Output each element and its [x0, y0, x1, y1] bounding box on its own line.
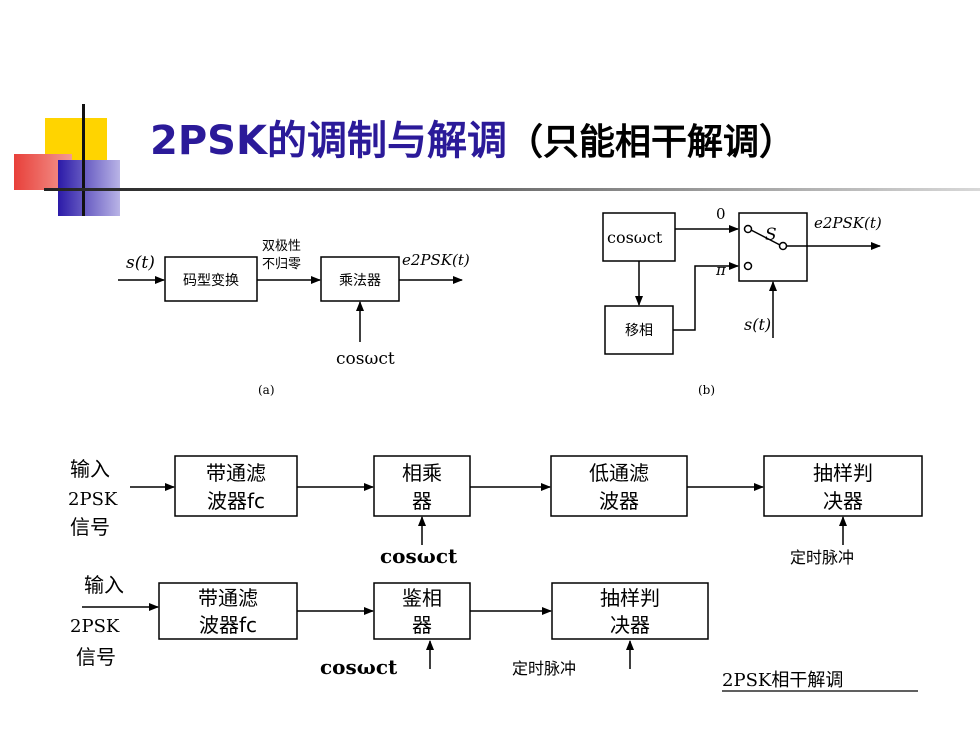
d2-phasedet-line-2: 器	[412, 613, 432, 637]
d2-carrier-label: cosωct	[320, 655, 398, 679]
diagram-b: cosωct 0 移相 π S e2PSK(t) s(t) (b)	[602, 205, 882, 397]
d1-input-line-2: 2PSK	[68, 489, 118, 510]
d1-bpf-block	[174, 455, 298, 517]
title-sub: （只能相干解调）	[506, 122, 795, 163]
d1-input-line-1: 输入	[70, 457, 110, 481]
diagram-a: s(t) 码型变换 双极性 不归零 乘法器 e2PSK(t) cosωct (a…	[118, 239, 470, 397]
deco-vertical-line	[82, 104, 85, 216]
a-multiplier-label: 乘法器	[339, 273, 381, 289]
b-control-label: s(t)	[744, 315, 771, 334]
b-port0-label: 0	[716, 205, 726, 223]
d2-decide-line-2: 决器	[610, 613, 650, 637]
footer-label: 2PSK相干解调	[722, 670, 843, 691]
b-switch-label: S	[765, 225, 777, 245]
a-carrier-label: cosωct	[336, 349, 395, 369]
d2-timing-label: 定时脉冲	[512, 659, 576, 678]
d2-decide-line-1: 抽样判	[600, 586, 660, 610]
d2-bpf-line-1: 带通滤	[198, 586, 258, 610]
b-caption: (b)	[698, 383, 715, 397]
d1-input-line-3: 信号	[70, 515, 110, 539]
d1-decide-line-2: 决器	[823, 489, 863, 513]
a-input-label: s(t)	[126, 253, 155, 273]
a-bipolar-label: 双极性	[262, 239, 301, 254]
page-title: 2PSK的调制与解调（只能相干解调）	[150, 108, 795, 164]
b-oscillator-label: cosωct	[607, 228, 663, 247]
a-code-converter-label: 码型变换	[183, 272, 239, 289]
d2-bpf-line-2: 波器fc	[199, 613, 257, 637]
a-code-converter-block	[164, 256, 258, 302]
b-port-pi-label: π	[715, 261, 727, 279]
d2-decide-block	[551, 582, 709, 640]
d1-mult-line-2: 器	[412, 489, 432, 513]
b-switch-contact-0	[743, 224, 753, 234]
b-phase-to-switch-line	[673, 262, 739, 331]
d2-phasedet-line-1: 鉴相	[402, 586, 442, 610]
b-switch-contact-pi	[743, 261, 753, 271]
a-nrz-label: 不归零	[262, 257, 301, 272]
d2-input-line-2: 2PSK	[70, 616, 120, 637]
deco-horizontal-rule	[44, 188, 980, 191]
d1-lpf-line-2: 波器	[599, 489, 639, 513]
b-switch-block	[738, 212, 808, 282]
d2-input-line-3: 信号	[76, 645, 116, 669]
b-switch-common	[778, 241, 788, 251]
a-caption: (a)	[258, 383, 275, 397]
b-phase-shift-label: 移相	[625, 323, 653, 339]
d1-lpf-block	[550, 455, 688, 517]
d1-lpf-line-1: 低通滤	[589, 461, 649, 485]
title-main: 2PSK的调制与解调	[150, 118, 507, 164]
b-switch-lever	[750, 229, 781, 246]
d1-bpf-line-2: 波器fc	[207, 489, 265, 513]
d1-carrier-label: cosωct	[380, 544, 458, 568]
b-output-label: e2PSK(t)	[814, 214, 882, 232]
demod-1: 输入 2PSK 信号 带通滤 波器fc 相乘 器 低通滤 波器 抽样判 决器 c…	[68, 455, 923, 568]
demod-2: 输入 2PSK 信号 带通滤 波器fc 鉴相 器 抽样判 决器 cosωct 定…	[70, 573, 709, 679]
d1-mult-line-1: 相乘	[402, 461, 442, 485]
d1-bpf-line-1: 带通滤	[206, 461, 266, 485]
a-output-label: e2PSK(t)	[402, 251, 470, 269]
d1-timing-label: 定时脉冲	[790, 548, 854, 567]
d1-decide-line-1: 抽样判	[813, 461, 873, 485]
d2-input-line-1: 输入	[84, 573, 124, 597]
